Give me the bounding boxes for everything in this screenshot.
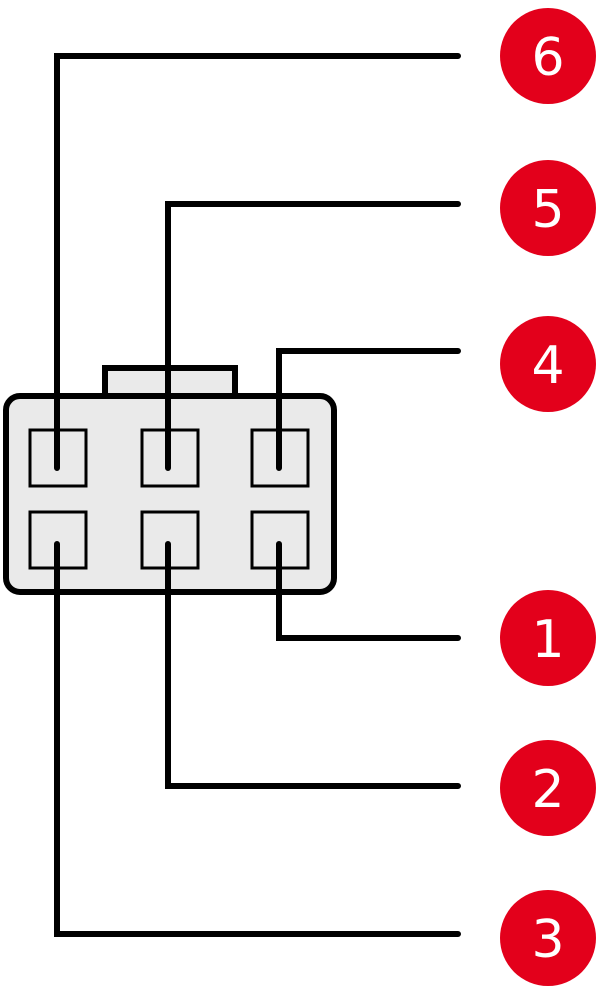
badge-circle	[500, 590, 596, 686]
badge-circle	[500, 740, 596, 836]
pin-number-label: 3	[531, 910, 564, 970]
wire-pin-1	[276, 541, 461, 641]
wire-pin-2	[165, 541, 461, 789]
pin-badge-6: 6	[500, 8, 596, 104]
badge-circle	[500, 160, 596, 256]
pin-badge-3: 3	[500, 890, 596, 986]
pin-badge-1: 1	[500, 590, 596, 686]
wire-pin-5	[165, 201, 461, 471]
badge-circle	[500, 316, 596, 412]
pin-number-label: 1	[531, 610, 564, 670]
pin-number-label: 5	[531, 180, 564, 240]
wire-pin-4	[276, 348, 461, 471]
wire-pin-6	[54, 53, 461, 471]
wire-pin-3	[54, 541, 461, 937]
pin-badge-4: 4	[500, 316, 596, 412]
badge-circle	[500, 8, 596, 104]
pin-number-label: 6	[531, 28, 564, 88]
badge-circle	[500, 890, 596, 986]
pin-number-label: 2	[531, 760, 564, 820]
pin-number-label: 4	[531, 336, 564, 396]
pin-badge-5: 5	[500, 160, 596, 256]
pin-badge-2: 2	[500, 740, 596, 836]
